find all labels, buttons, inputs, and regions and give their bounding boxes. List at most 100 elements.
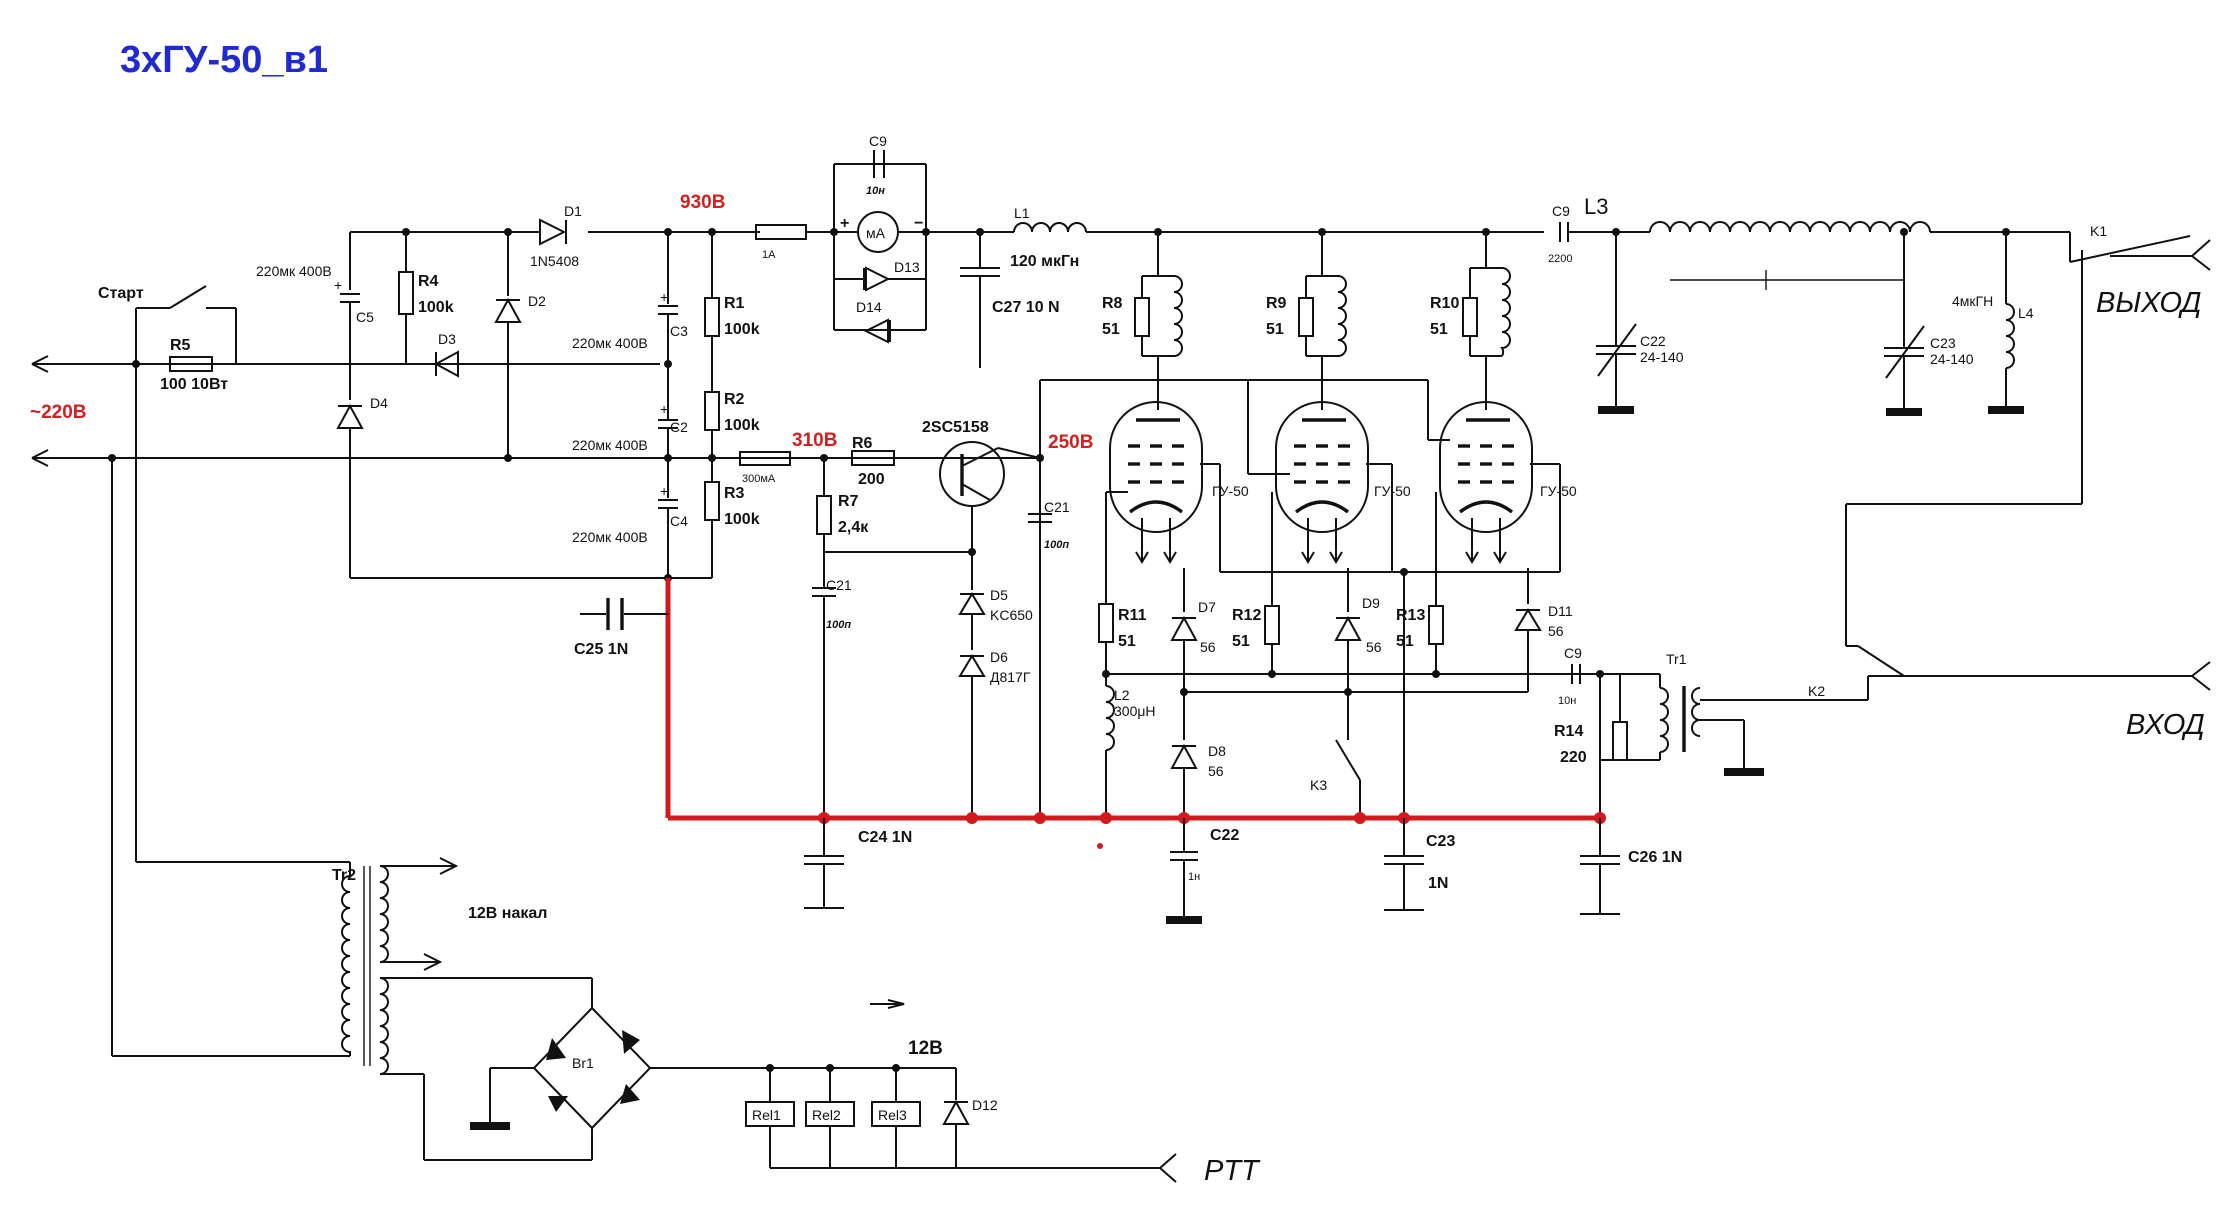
output-network: C9 2200 L3 C22 24-140 C23 24-140 4мкГ bbox=[1548, 194, 2070, 416]
svg-text:C25 1N: C25 1N bbox=[574, 641, 628, 658]
tube-1: R8 51 ГУ-50 bbox=[1102, 232, 1312, 573]
svg-text:Tr2: Tr2 bbox=[332, 867, 356, 884]
svg-text:R5: R5 bbox=[170, 337, 191, 354]
output-label: ВЫХОД bbox=[2096, 287, 2201, 319]
svg-text:100k: 100k bbox=[418, 299, 454, 316]
svg-text:D9: D9 bbox=[1362, 595, 1380, 611]
svg-text:R6: R6 bbox=[852, 435, 873, 452]
svg-text:1A: 1A bbox=[762, 249, 776, 261]
svg-text:ГУ-50: ГУ-50 bbox=[1212, 483, 1249, 499]
svg-text:C5: C5 bbox=[356, 309, 374, 325]
svg-text:100 10Вт: 100 10Вт bbox=[160, 376, 228, 393]
ammeter-block: C9 10н мА + − D13 D14 bbox=[830, 133, 930, 344]
svg-text:10н: 10н bbox=[1558, 695, 1576, 707]
svg-text:D2: D2 bbox=[528, 293, 546, 309]
svg-text:10н: 10н bbox=[866, 185, 885, 197]
inductor-l1: L1 120 мкГн bbox=[926, 205, 1087, 270]
diagram-title: 3хГУ-50_в1 bbox=[120, 39, 328, 81]
relay-k1: K1 ВЫХОД bbox=[1845, 223, 2211, 647]
svg-text:C9: C9 bbox=[1564, 645, 1582, 661]
svg-text:12В накал: 12В накал bbox=[468, 905, 547, 922]
voltage-310-label: 310В bbox=[792, 430, 837, 451]
capacitor-c25: C25 1N bbox=[574, 598, 668, 658]
svg-text:56: 56 bbox=[1208, 763, 1224, 779]
svg-text:C23: C23 bbox=[1930, 335, 1956, 351]
fuse: 1A bbox=[755, 224, 834, 261]
svg-text:51: 51 bbox=[1266, 321, 1284, 338]
svg-text:L2: L2 bbox=[1114, 687, 1130, 703]
relay-k2: K2 ВХОД bbox=[1700, 645, 2211, 741]
start-label: Старт bbox=[98, 285, 144, 302]
svg-text:+: + bbox=[660, 483, 668, 499]
svg-text:−: − bbox=[914, 215, 923, 232]
svg-text:200: 200 bbox=[858, 471, 885, 488]
svg-text:R2: R2 bbox=[724, 391, 745, 408]
resistor-r5: R5 100 10Вт bbox=[160, 337, 228, 393]
svg-text:+: + bbox=[660, 289, 668, 305]
svg-text:D6: D6 bbox=[990, 649, 1008, 665]
svg-text:51: 51 bbox=[1430, 321, 1448, 338]
svg-text:2200: 2200 bbox=[1548, 253, 1572, 265]
svg-text:C3: C3 bbox=[670, 323, 688, 339]
svg-text:C4: C4 bbox=[670, 513, 688, 529]
svg-text:51: 51 bbox=[1102, 321, 1120, 338]
input-label: ВХОД bbox=[2126, 709, 2205, 741]
svg-text:R4: R4 bbox=[418, 273, 439, 290]
svg-text:D4: D4 bbox=[370, 395, 388, 411]
svg-text:D7: D7 bbox=[1198, 599, 1216, 615]
svg-text:1н: 1н bbox=[1188, 871, 1200, 883]
svg-text:Rel2: Rel2 bbox=[812, 1107, 841, 1123]
bridge-rectifier-br1: Br1 bbox=[470, 1006, 956, 1130]
svg-text:220мк 400В: 220мк 400В bbox=[572, 437, 648, 453]
svg-text:1N5408: 1N5408 bbox=[530, 253, 579, 269]
grid-network: R11 51 R12 51 R13 51 C9 10н Tr1 bbox=[1098, 568, 1764, 818]
svg-text:K2: K2 bbox=[1808, 683, 1825, 699]
svg-text:KC650: KC650 bbox=[990, 607, 1033, 623]
svg-text:100k: 100k bbox=[724, 511, 760, 528]
svg-text:D14: D14 bbox=[856, 299, 882, 315]
svg-text:100k: 100k bbox=[724, 321, 760, 338]
svg-text:C21: C21 bbox=[1044, 499, 1070, 515]
ptt-label: PTT bbox=[1204, 1155, 1261, 1187]
capacitor-c24: C24 1N bbox=[804, 818, 912, 909]
svg-text:56: 56 bbox=[1366, 639, 1382, 655]
svg-text:D11: D11 bbox=[1548, 603, 1573, 619]
svg-text:Д817Г: Д817Г bbox=[990, 669, 1031, 685]
svg-text:D13: D13 bbox=[894, 259, 920, 275]
svg-text:D5: D5 bbox=[990, 587, 1008, 603]
svg-text:C22: C22 bbox=[1210, 827, 1239, 844]
svg-text:24-140: 24-140 bbox=[1640, 349, 1684, 365]
svg-text:C9: C9 bbox=[869, 133, 887, 149]
svg-text:R10: R10 bbox=[1430, 295, 1459, 312]
svg-text:2SC5158: 2SC5158 bbox=[922, 419, 989, 436]
svg-text:R7: R7 bbox=[838, 493, 859, 510]
svg-text:C9: C9 bbox=[1552, 203, 1570, 219]
svg-text:R9: R9 bbox=[1266, 295, 1287, 312]
svg-text:L3: L3 bbox=[1584, 194, 1608, 219]
svg-text:C24 1N: C24 1N bbox=[858, 829, 912, 846]
svg-text:220мк 400В: 220мк 400В bbox=[256, 263, 332, 279]
svg-text:12В: 12В bbox=[908, 1038, 943, 1059]
svg-text:300мА: 300мА bbox=[742, 473, 776, 485]
svg-text:C21: C21 bbox=[826, 577, 852, 593]
svg-text:+: + bbox=[840, 215, 849, 232]
svg-text:51: 51 bbox=[1118, 633, 1136, 650]
tube-3: R10 51 ГУ-50 bbox=[1430, 232, 1577, 572]
svg-text:220: 220 bbox=[1560, 749, 1587, 766]
svg-text:4мкГН: 4мкГН bbox=[1952, 293, 1993, 309]
svg-text:Br1: Br1 bbox=[572, 1055, 594, 1071]
voltage-250-label: 250В bbox=[1048, 432, 1093, 453]
svg-text:K1: K1 bbox=[2090, 223, 2107, 239]
relay-coils: 12В Rel1 Rel2 Rel3 D12 PTT bbox=[745, 999, 1261, 1187]
start-switch: Старт bbox=[98, 285, 237, 364]
svg-text:R14: R14 bbox=[1554, 723, 1583, 740]
svg-text:220мк 400В: 220мк 400В bbox=[572, 529, 648, 545]
svg-text:K3: K3 bbox=[1310, 777, 1327, 793]
svg-text:Tr1: Tr1 bbox=[1666, 651, 1687, 667]
svg-text:56: 56 bbox=[1200, 639, 1216, 655]
svg-text:D3: D3 bbox=[438, 331, 456, 347]
svg-text:56: 56 bbox=[1548, 623, 1564, 639]
svg-text:C27 10 N: C27 10 N bbox=[992, 299, 1060, 316]
svg-text:Rel1: Rel1 bbox=[752, 1107, 781, 1123]
capacitor-c22-bottom: C22 1н bbox=[1166, 818, 1239, 924]
